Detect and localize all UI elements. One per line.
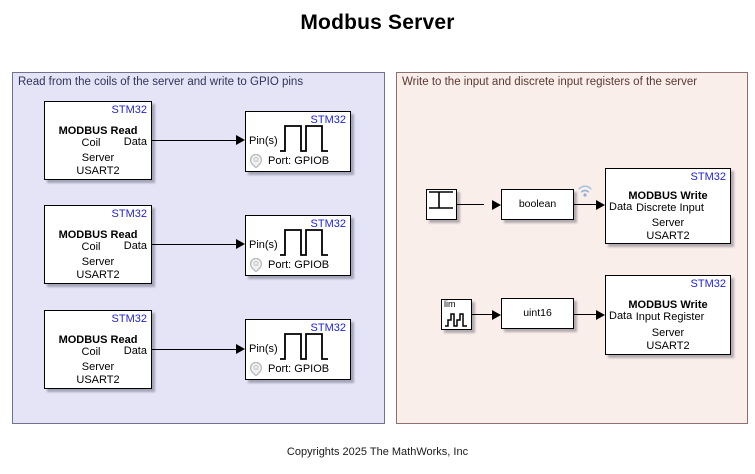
signal-line[interactable] [574, 203, 597, 206]
port-label-data: Data [123, 345, 147, 357]
server-label: Server [81, 361, 115, 373]
port-label-data: Data [609, 310, 633, 322]
gpio-port-name: Port: GPIOB [268, 259, 330, 271]
gpio-write-block[interactable]: STM32 Pin(s) Port: GPIOB [245, 111, 351, 172]
register-type-label: Discrete Input [636, 202, 704, 214]
modbus-read-block[interactable]: STM32 MODBUS Read Coil Data Server USART… [44, 101, 152, 180]
block-title: MODBUS Read [58, 334, 138, 346]
stm32-chip-label: STM32 [690, 171, 726, 183]
stm32-chip-label: STM32 [310, 322, 346, 334]
uart-label: USART2 [76, 165, 120, 177]
uart-label: USART2 [646, 230, 690, 242]
model-title: Modbus Server [300, 11, 455, 34]
gpio-write-block[interactable]: STM32 Pin(s) Port: GPIOB [245, 215, 351, 276]
block-title: MODBUS Read [58, 125, 138, 137]
data-type-conversion-block[interactable]: boolean [501, 189, 574, 220]
register-type-label: Coil [81, 241, 101, 253]
uart-label: USART2 [646, 340, 690, 352]
port-label-data: Data [123, 240, 147, 252]
signal-line[interactable] [152, 243, 237, 246]
modbus-read-block[interactable]: STM32 MODBUS Read Coil Data Server USART… [44, 205, 152, 284]
conversion-type-label: uint16 [523, 307, 552, 319]
area-write-registers[interactable]: Write to the input and discrete input re… [396, 72, 748, 424]
pulse-generator-block[interactable] [426, 189, 457, 220]
stair-wave-icon [445, 313, 467, 327]
modbus-read-block[interactable]: STM32 MODBUS Read Coil Data Server USART… [44, 310, 152, 389]
gpio-port-name: Port: GPIOB [268, 155, 330, 167]
port-label-pins: Pin(s) [249, 239, 278, 251]
signal-line[interactable] [152, 348, 237, 351]
counter-limit-label: lim [444, 299, 456, 309]
arrowhead [596, 309, 605, 320]
pulse-generator-icon [429, 191, 453, 209]
signal-logging-wifi-icon[interactable] [577, 183, 593, 199]
area-title: Read from the coils of the server and wr… [18, 76, 304, 88]
register-type-label: Input Register [635, 311, 705, 323]
arrowhead [236, 344, 245, 354]
block-title: MODBUS Write [628, 190, 708, 202]
uart-label: USART2 [76, 269, 120, 281]
gpio-port-name: Port: GPIOB [268, 363, 330, 375]
port-label-data: Data [123, 136, 147, 148]
signal-line[interactable] [472, 313, 493, 316]
server-label: Server [651, 327, 685, 339]
port-label-pins: Pin(s) [249, 135, 278, 147]
square-wave-icon [280, 229, 328, 256]
register-type-label: Coil [81, 346, 101, 358]
block-title: MODBUS Write [628, 299, 708, 311]
square-wave-icon [280, 333, 328, 360]
block-title: MODBUS Read [58, 229, 138, 241]
area-title: Write to the input and discrete input re… [402, 76, 698, 88]
server-label: Server [81, 256, 115, 268]
stm32-chip-label: STM32 [690, 278, 726, 290]
area-read-coils[interactable]: Read from the coils of the server and wr… [12, 72, 385, 424]
pin-mapping-icon [249, 361, 263, 377]
arrowhead [236, 135, 245, 145]
pin-mapping-icon [249, 153, 263, 169]
stm32-chip-label: STM32 [310, 218, 346, 230]
stm32-chip-label: STM32 [111, 208, 147, 220]
pin-mapping-icon [249, 257, 263, 273]
arrowhead [492, 199, 501, 210]
signal-line[interactable] [457, 203, 484, 206]
signal-line[interactable] [574, 313, 597, 316]
data-type-conversion-block[interactable]: uint16 [501, 298, 574, 329]
gpio-write-block[interactable]: STM32 Pin(s) Port: GPIOB [245, 319, 351, 380]
stm32-chip-label: STM32 [111, 104, 147, 116]
counter-limited-block[interactable]: lim [441, 299, 472, 330]
port-label-data: Data [609, 201, 633, 213]
arrowhead [596, 199, 605, 210]
modbus-write-block[interactable]: STM32 MODBUS Write Data Input Register S… [605, 275, 731, 355]
arrowhead [236, 239, 245, 249]
modbus-write-block[interactable]: STM32 MODBUS Write Data Discrete Input S… [605, 168, 731, 244]
conversion-type-label: boolean [518, 198, 557, 210]
arrowhead [492, 309, 501, 320]
register-type-label: Coil [81, 137, 101, 149]
port-label-pins: Pin(s) [249, 343, 278, 355]
server-label: Server [651, 217, 685, 229]
copyright-note: Copyrights 2025 The MathWorks, Inc [286, 446, 469, 458]
stm32-chip-label: STM32 [310, 114, 346, 126]
stm32-chip-label: STM32 [111, 313, 147, 325]
uart-label: USART2 [76, 374, 120, 386]
server-label: Server [81, 152, 115, 164]
signal-line[interactable] [152, 139, 237, 142]
square-wave-icon [280, 125, 328, 152]
